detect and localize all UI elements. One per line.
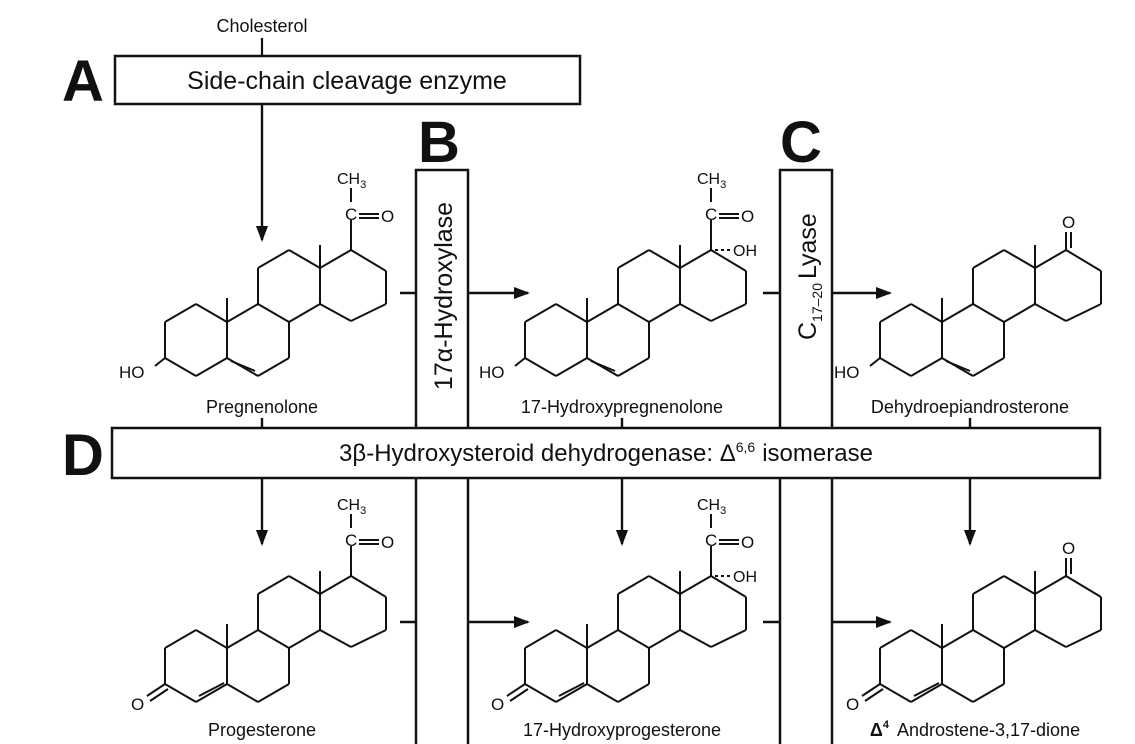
svg-text:OH: OH (733, 243, 757, 260)
cholesterol-label: Cholesterol (216, 16, 307, 36)
panel-label-b: B (418, 110, 460, 175)
pregnenolone-structure: HO C O CH3 (119, 171, 394, 382)
svg-text:O: O (381, 533, 394, 552)
androstenedione-structure: OO (846, 539, 1102, 714)
svg-text:O: O (381, 207, 394, 226)
svg-text:C: C (345, 205, 357, 224)
dhea-label: Dehydroepiandrosterone (871, 397, 1069, 417)
svg-text:CH3: CH3 (337, 497, 366, 517)
svg-text:O: O (1062, 539, 1075, 558)
svg-text:O: O (1062, 213, 1075, 232)
svg-text:CH3: CH3 (697, 171, 726, 191)
svg-text:O: O (491, 695, 504, 714)
svg-text:HO: HO (479, 363, 505, 382)
dehydrogenase-box (110, 426, 1102, 480)
panel-label-d: D (62, 423, 104, 488)
lyase-label: C17–20Lyase (794, 213, 825, 340)
svg-text:CH3: CH3 (697, 497, 726, 517)
svg-text:OH: OH (733, 569, 757, 586)
svg-text:O: O (741, 533, 754, 552)
pregnenolone-label: Pregnenolone (206, 397, 318, 417)
svg-text:C: C (705, 205, 717, 224)
side-chain-cleavage-label: Side-chain cleavage enzyme (187, 67, 507, 95)
svg-text:HO: HO (834, 363, 860, 382)
progesterone-label: Progesterone (208, 720, 316, 740)
17oh-progesterone-label: 17-Hydroxyprogesterone (523, 720, 721, 740)
progesterone-structure: O C O CH3 (131, 497, 394, 714)
dhea-structure: HO O (834, 213, 1102, 382)
svg-text:O: O (741, 207, 754, 226)
17oh-pregnenolone-label: 17-Hydroxypregnenolone (521, 397, 723, 417)
svg-text:O: O (846, 695, 859, 714)
svg-text:C: C (345, 531, 357, 550)
svg-text:HO: HO (119, 363, 145, 382)
svg-text:C: C (705, 531, 717, 550)
hydroxylase-label: 17α-Hydroxylase (430, 202, 458, 390)
side-chain-cleavage-box (113, 54, 582, 106)
panel-label-c: C (780, 110, 822, 175)
panel-label-a: A (62, 49, 104, 114)
svg-text:O: O (131, 695, 144, 714)
svg-text:CH3: CH3 (337, 171, 366, 191)
